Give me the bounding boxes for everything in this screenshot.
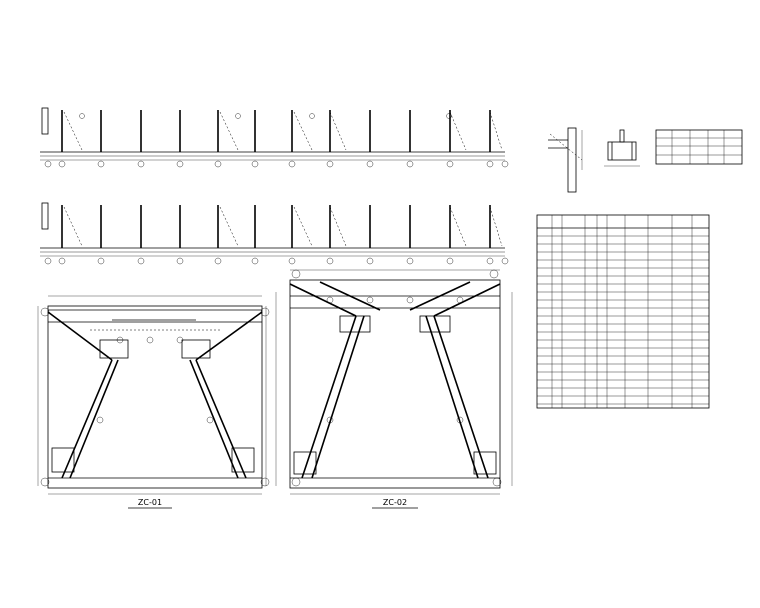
elevation-2 (40, 202, 509, 265)
frame-zc-01: ZC-01 (37, 295, 270, 509)
elevation-1 (40, 107, 509, 168)
connection-detail-1 (548, 127, 583, 193)
frame-label-zc-02: ZC-02 (383, 498, 407, 507)
frame-label-zc-01: ZC-01 (138, 498, 162, 507)
material-table (536, 214, 710, 409)
small-schedule-table (655, 129, 743, 165)
connection-detail-2 (604, 129, 640, 167)
frame-zc-02: ZC-02 (275, 269, 513, 509)
